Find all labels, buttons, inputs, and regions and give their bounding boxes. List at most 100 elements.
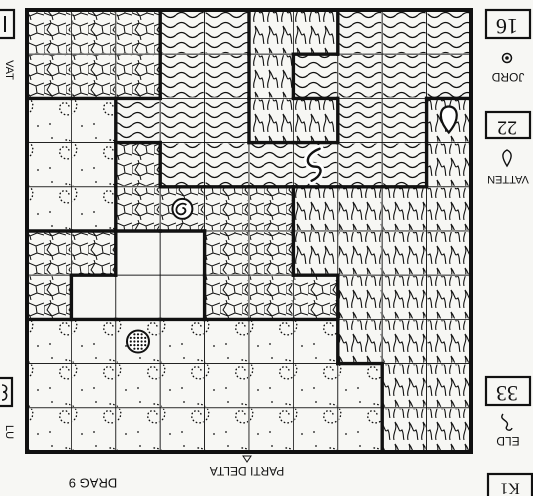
- cell-texture-stone: [28, 11, 70, 53]
- jord-score: 16: [496, 14, 518, 39]
- cell-texture-dotted-air: [72, 320, 114, 362]
- cell-texture-dotted-air: [206, 320, 248, 362]
- cell-texture-stone: [117, 11, 159, 53]
- cell-texture-dotted-air: [28, 144, 70, 186]
- cell-texture-empty: [72, 276, 114, 318]
- cell-texture-water: [206, 99, 248, 141]
- score-panel-left: VAT LU: [0, 10, 15, 439]
- jord-label: JORD: [491, 70, 524, 84]
- cell-texture-fire: [383, 365, 425, 407]
- cell-texture-stone: [72, 55, 114, 97]
- cell-texture-stone: [250, 276, 292, 318]
- cell-texture-stone: [206, 232, 248, 274]
- cell-texture-dotted-air: [250, 320, 292, 362]
- cell-texture-dotted-air: [72, 99, 114, 141]
- cell-texture-water: [206, 55, 248, 97]
- cell-texture-water: [117, 99, 159, 141]
- cell-texture-empty: [161, 232, 203, 274]
- cell-texture-stone: [28, 55, 70, 97]
- cell-texture-dotted-air: [294, 320, 336, 362]
- cell-texture-dotted-air: [294, 365, 336, 407]
- game-board[interactable]: [27, 10, 471, 452]
- cell-texture-dotted-air: [161, 409, 203, 451]
- score-panel-right: 16 JORD 22 VATTEN 33 ELD: [486, 10, 530, 448]
- cell-texture-fire: [339, 232, 381, 274]
- cell-texture-fire: [339, 188, 381, 230]
- puzzle-label: PARTI DELTA: [210, 464, 284, 478]
- cell-texture-water: [428, 11, 470, 53]
- cell-texture-fire: [428, 188, 470, 230]
- cell-texture-fire: [294, 232, 336, 274]
- cell-texture-water: [339, 55, 381, 97]
- cell-texture-dotted-air: [339, 409, 381, 451]
- cell-texture-fire: [383, 320, 425, 362]
- cell-texture-water: [339, 99, 381, 141]
- cell-texture-dotted-air: [206, 409, 248, 451]
- cell-texture-dotted-air: [72, 365, 114, 407]
- cell-texture-fire: [383, 409, 425, 451]
- cell-texture-dotted-air: [28, 409, 70, 451]
- cell-texture-dotted-air: [294, 409, 336, 451]
- cell-texture-fire: [428, 276, 470, 318]
- cell-texture-water: [161, 99, 203, 141]
- cell-texture-dotted-air: [28, 320, 70, 362]
- cell-texture-water: [206, 11, 248, 53]
- cell-texture-dotted-air: [72, 409, 114, 451]
- cell-texture-dotted-air: [117, 409, 159, 451]
- cell-texture-dotted-air: [161, 320, 203, 362]
- cell-texture-water: [383, 144, 425, 186]
- cell-texture-dotted-air: [250, 409, 292, 451]
- cell-texture-empty: [161, 276, 203, 318]
- cell-texture-water: [250, 144, 292, 186]
- cell-texture-fire: [383, 276, 425, 318]
- cell-texture-fire: [428, 144, 470, 186]
- vatten-label: VATTEN: [487, 173, 529, 185]
- cell-texture-water: [383, 55, 425, 97]
- cell-texture-stone: [28, 232, 70, 274]
- cell-texture-fire: [294, 99, 336, 141]
- cell-texture-fire: [428, 409, 470, 451]
- cell-texture-dotted-air: [28, 99, 70, 141]
- cell-texture-stone: [206, 276, 248, 318]
- cell-texture-stone: [117, 188, 159, 230]
- cell-texture-water: [161, 11, 203, 53]
- corner-fragment: K1: [500, 479, 520, 496]
- spiral-token[interactable]: [172, 199, 192, 219]
- cell-texture-fire: [383, 232, 425, 274]
- cell-texture-fire: [428, 365, 470, 407]
- cell-texture-fire: [250, 55, 292, 97]
- cell-texture-water: [161, 144, 203, 186]
- cell-texture-fire: [294, 11, 336, 53]
- left-vatten-fragment: VAT: [3, 60, 15, 80]
- cell-texture-fire: [339, 276, 381, 318]
- eld-label: ELD: [496, 434, 520, 448]
- cell-texture-empty: [117, 276, 159, 318]
- cell-texture-water: [383, 11, 425, 53]
- vatten-drop-icon: [503, 150, 511, 166]
- cell-texture-water: [428, 55, 470, 97]
- cell-texture-fire: [250, 99, 292, 141]
- cell-texture-stone: [72, 232, 114, 274]
- cell-texture-water: [161, 55, 203, 97]
- cell-texture-stone: [294, 276, 336, 318]
- left-score-box-bottom: [0, 378, 12, 406]
- cell-texture-dotted-air: [339, 365, 381, 407]
- cell-texture-water: [339, 144, 381, 186]
- vatten-score: 22: [497, 116, 517, 138]
- cell-texture-stone: [28, 276, 70, 318]
- cell-texture-fire: [339, 320, 381, 362]
- cell-texture-dotted-air: [72, 144, 114, 186]
- cell-texture-dotted-air: [117, 365, 159, 407]
- cell-texture-dotted-air: [161, 365, 203, 407]
- eld-flame-icon: [502, 414, 512, 430]
- left-luft-fragment: LU: [3, 425, 15, 439]
- cell-texture-water: [383, 99, 425, 141]
- cell-texture-empty: [117, 232, 159, 274]
- cell-texture-dotted-air: [250, 365, 292, 407]
- cell-texture-stone: [250, 232, 292, 274]
- orb-token[interactable]: [127, 331, 149, 353]
- cell-texture-stone: [72, 11, 114, 53]
- cell-texture-water: [206, 144, 248, 186]
- eld-score: 33: [496, 381, 518, 406]
